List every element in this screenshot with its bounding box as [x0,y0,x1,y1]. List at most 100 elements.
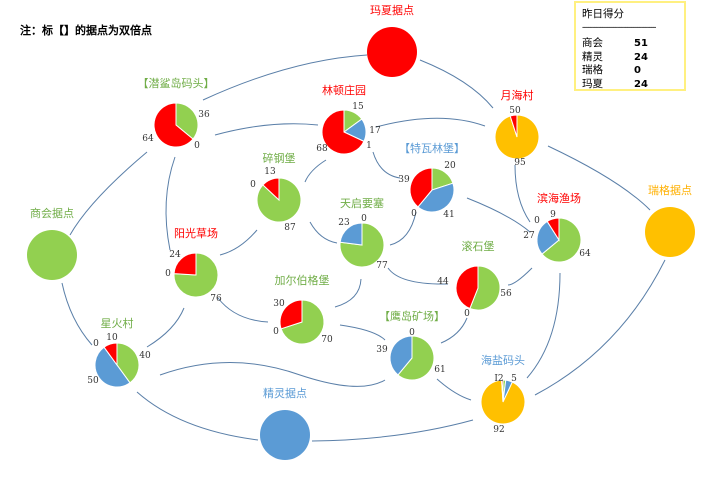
value-label: 40 [139,351,151,361]
base-circle[interactable] [645,207,695,257]
value-label: 17 [369,126,381,136]
value-label: 30 [273,299,285,309]
edge [69,151,148,236]
edge [419,59,494,109]
value-label: 10 [106,333,118,343]
value-label: 95 [514,158,526,168]
value-label: 56 [500,289,512,299]
pie-slice-blue [536,220,560,255]
value-label: 0 [194,141,200,151]
score-value: 0 [634,65,641,76]
pie-slice-red [153,102,194,148]
pie-slice-green [116,342,140,384]
edge [466,197,531,233]
value-label: 76 [210,294,222,304]
pie-slice-green [280,299,325,345]
score-divider: ------------------------------------ [582,23,656,33]
score-title: 昨日得分 [582,8,624,20]
edge [159,362,386,387]
edge [372,151,401,179]
nodes: 【潜鲨岛码头】36064林顿庄园1517168月海村5095【特瓦林堡】2041… [87,76,591,435]
value-label: 50 [509,106,521,116]
value-label: 0 [273,327,279,337]
value-label: 50 [87,376,99,386]
node-label: 【特瓦林堡】 [399,141,465,155]
base-sh[interactable]: 商会据点 [27,206,77,280]
connections [61,54,666,442]
base-circle[interactable] [260,410,310,460]
edge [136,391,259,441]
score-name: 瑞格 [582,64,603,76]
edge [217,297,269,323]
node-label: 加尔伯格堡 [275,273,330,287]
score-value: 24 [634,51,648,63]
value-label: 15 [352,102,364,112]
node-label: 林顿庄园 [322,83,366,97]
base-circle[interactable] [367,27,417,77]
edge [534,259,666,396]
value-label: I2 [494,374,503,384]
pie-slice-red [501,379,504,403]
edge [146,307,185,348]
node-label: 月海村 [501,88,534,102]
value-label: 23 [338,218,350,228]
edge [436,378,472,401]
node-label: 碎钢堡 [263,151,296,165]
pie-slice-blue [417,182,455,213]
base-mx[interactable]: 玛夏据点 [367,3,417,77]
edge [165,156,176,251]
value-label: 64 [142,134,154,144]
legend-note: 注：标【】的据点为双倍点 [20,24,152,37]
pie-slice-blue [339,222,363,246]
value-label: 39 [376,345,388,355]
pie-slice-red [279,299,303,330]
pie-slice-green [175,102,199,140]
edge [202,54,368,101]
base-label: 玛夏据点 [370,3,414,17]
edge [309,221,338,244]
base-jl[interactable]: 精灵据点 [260,386,310,460]
base-circle[interactable] [27,230,77,280]
pie-slice-green [469,265,501,311]
value-label: 0 [464,309,470,319]
edge [440,317,468,344]
pie-slice-red [103,342,118,367]
value-label: 0 [93,339,99,349]
edge [507,267,533,286]
base-label: 商会据点 [30,206,74,220]
pie-slice-green [397,335,435,381]
edge [514,164,531,223]
value-label: 64 [579,249,591,259]
edge [389,211,417,246]
node-label: 滚石堡 [462,239,495,253]
node-yh[interactable]: 月海村 50 95 [494,88,540,168]
score-value: 51 [634,38,648,49]
value-label: 0 [165,269,171,279]
edge [311,419,474,442]
node-label: 【鹰岛矿场】 [379,309,445,323]
value-label: 39 [398,175,410,185]
pie-slice-red [409,167,433,208]
edge [547,145,651,211]
score-name: 商会 [582,37,603,49]
base-rg[interactable]: 瑞格据点 [645,183,695,257]
node-label: 【潜鲨岛码头】 [138,76,215,90]
value-label: 0 [534,216,540,226]
node-label: 滨海渔场 [537,191,581,205]
score-row-ruige: 瑞格 0 [582,64,678,78]
